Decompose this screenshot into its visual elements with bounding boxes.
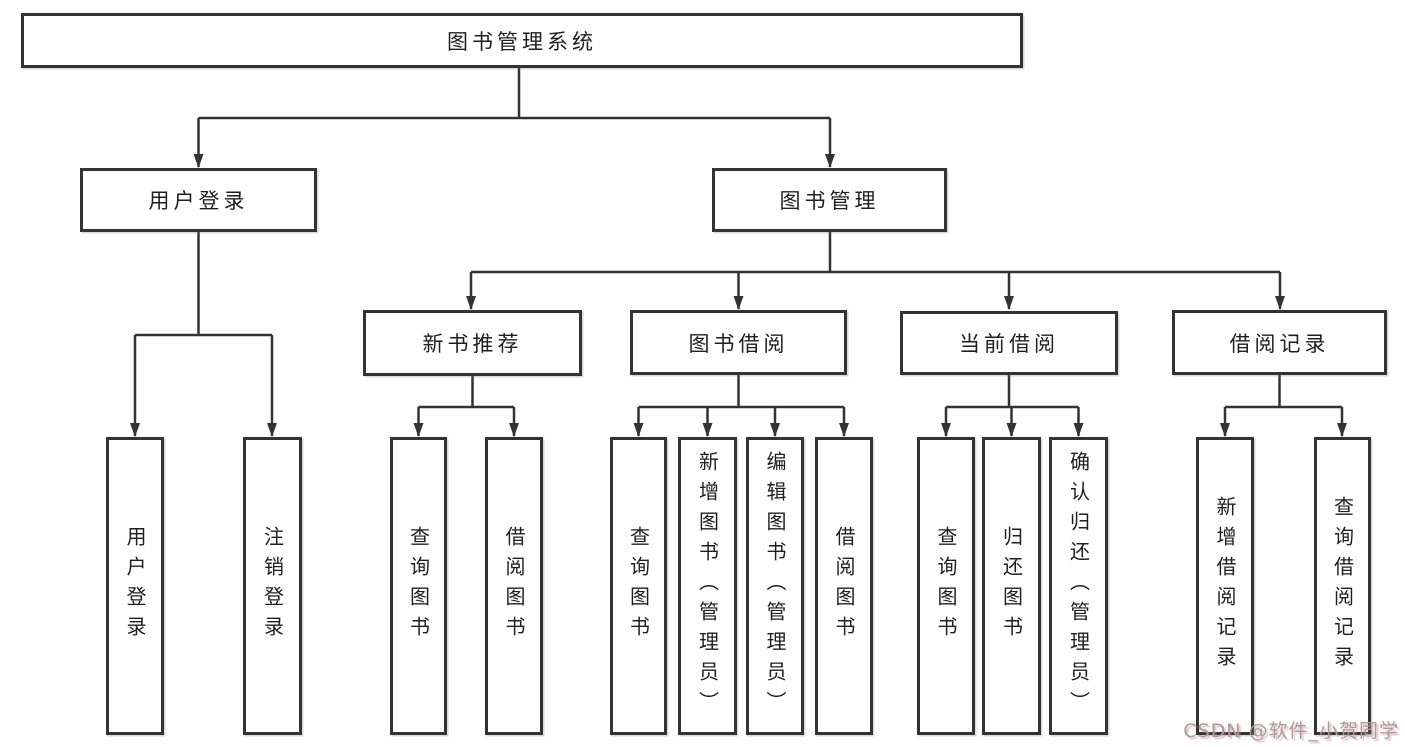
- leaf-confirm-return-admin-label: 确认归还（管理员）: [1066, 451, 1091, 721]
- leaf-borrow-query-books-label: 查询图书: [626, 526, 651, 646]
- leaf-add-books-admin: 新增图书（管理员）: [678, 437, 737, 735]
- node-book-borrow: 图书借阅: [630, 310, 847, 375]
- leaf-add-borrow-record: 新增借阅记录: [1196, 437, 1254, 735]
- node-current-borrow-label: 当前借阅: [959, 332, 1059, 356]
- leaf-edit-books-admin-label: 编辑图书（管理员）: [763, 451, 787, 721]
- leaf-add-borrow-record-label: 新增借阅记录: [1213, 496, 1237, 676]
- leaf-add-books-admin-label: 新增图书（管理员）: [695, 451, 720, 721]
- connector-arrows: [130, 118, 1347, 437]
- leaf-return-books: 归还图书: [982, 437, 1041, 735]
- node-user-login-label: 用户登录: [148, 189, 249, 213]
- leaf-borrow-books-label: 借阅图书: [832, 526, 856, 646]
- leaf-query-borrow-record-label: 查询借阅记录: [1330, 496, 1355, 676]
- leaf-user-login: 用户登录: [106, 437, 164, 735]
- watermark-csdn: CSDN @软件_小贺同学: [1183, 720, 1399, 742]
- node-borrow-records: 借阅记录: [1172, 310, 1387, 375]
- node-book-management-label: 图书管理: [779, 189, 880, 213]
- connector-trunks: [135, 68, 1342, 409]
- leaf-edit-books-admin: 编辑图书（管理员）: [746, 437, 804, 735]
- leaf-current-query-books: 查询图书: [917, 437, 975, 735]
- node-new-book-recommend: 新书推荐: [363, 310, 582, 376]
- node-current-borrow: 当前借阅: [900, 311, 1118, 375]
- leaf-logout: 注销登录: [243, 437, 302, 735]
- leaf-confirm-return-admin: 确认归还（管理员）: [1049, 437, 1108, 735]
- leaf-borrow-query-books: 查询图书: [610, 437, 667, 735]
- leaf-recommend-query-books: 查询图书: [390, 437, 447, 735]
- node-borrow-records-label: 借阅记录: [1229, 331, 1330, 356]
- leaf-logout-label: 注销登录: [260, 526, 285, 646]
- node-book-borrow-label: 图书借阅: [688, 331, 789, 356]
- leaf-return-books-label: 归还图书: [999, 526, 1024, 646]
- node-user-login: 用户登录: [80, 168, 317, 232]
- leaf-current-query-books-label: 查询图书: [934, 526, 958, 646]
- node-book-management: 图书管理: [712, 168, 947, 232]
- leaf-borrow-books: 借阅图书: [815, 437, 873, 735]
- leaf-recommend-borrow-books-label: 借阅图书: [502, 526, 526, 646]
- leaf-recommend-query-books-label: 查询图书: [406, 526, 431, 646]
- leaf-query-borrow-record: 查询借阅记录: [1314, 437, 1371, 735]
- node-new-book-recommend-label: 新书推荐: [422, 332, 523, 356]
- leaf-recommend-borrow-books: 借阅图书: [485, 437, 543, 735]
- node-root-label: 图书管理系统: [447, 29, 597, 54]
- leaf-user-login-label: 用户登录: [123, 526, 147, 646]
- node-root-system: 图书管理系统: [21, 13, 1023, 68]
